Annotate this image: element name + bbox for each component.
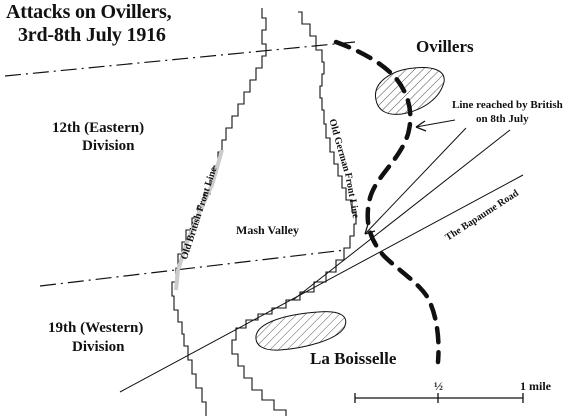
british-line-label-2: on 8th July (476, 113, 529, 125)
eastern-division-label-2: Division (82, 138, 135, 154)
division-boundary-north (4, 41, 356, 77)
british-line-label-1: Line reached by British (452, 99, 563, 111)
la-boisselle-label: La Boisselle (310, 349, 397, 368)
british-line-8th-july (333, 39, 441, 365)
bapaume-road-line (119, 174, 524, 393)
ovillers-village-area (375, 67, 445, 115)
scale-bar (354, 393, 524, 403)
ovillers-label: Ovillers (416, 37, 474, 56)
western-division-label-2: Division (72, 339, 125, 355)
old-british-front-shading (174, 149, 224, 291)
scale-half-label: ½ (434, 379, 443, 393)
western-division-label-1: 19th (Western) (48, 320, 144, 336)
old-british-front-line (171, 8, 267, 416)
la-boisselle-village-area (255, 311, 347, 351)
map-title-line-1: Attacks on Ovillers, (6, 1, 172, 23)
old-german-front-line (231, 11, 357, 416)
arrow-lower-head (364, 223, 376, 235)
arrow-upper-head (415, 120, 427, 132)
arrow-upper (415, 119, 456, 128)
division-boundary-south (39, 249, 346, 287)
eastern-division-label-1: 12th (Eastern) (52, 120, 145, 136)
mash-valley-label: Mash Valley (236, 223, 300, 237)
map-title-line-2: 3rd-8th July 1916 (18, 24, 166, 46)
scale-one-mile-label: 1 mile (520, 379, 551, 393)
arrow-lower (364, 127, 467, 235)
